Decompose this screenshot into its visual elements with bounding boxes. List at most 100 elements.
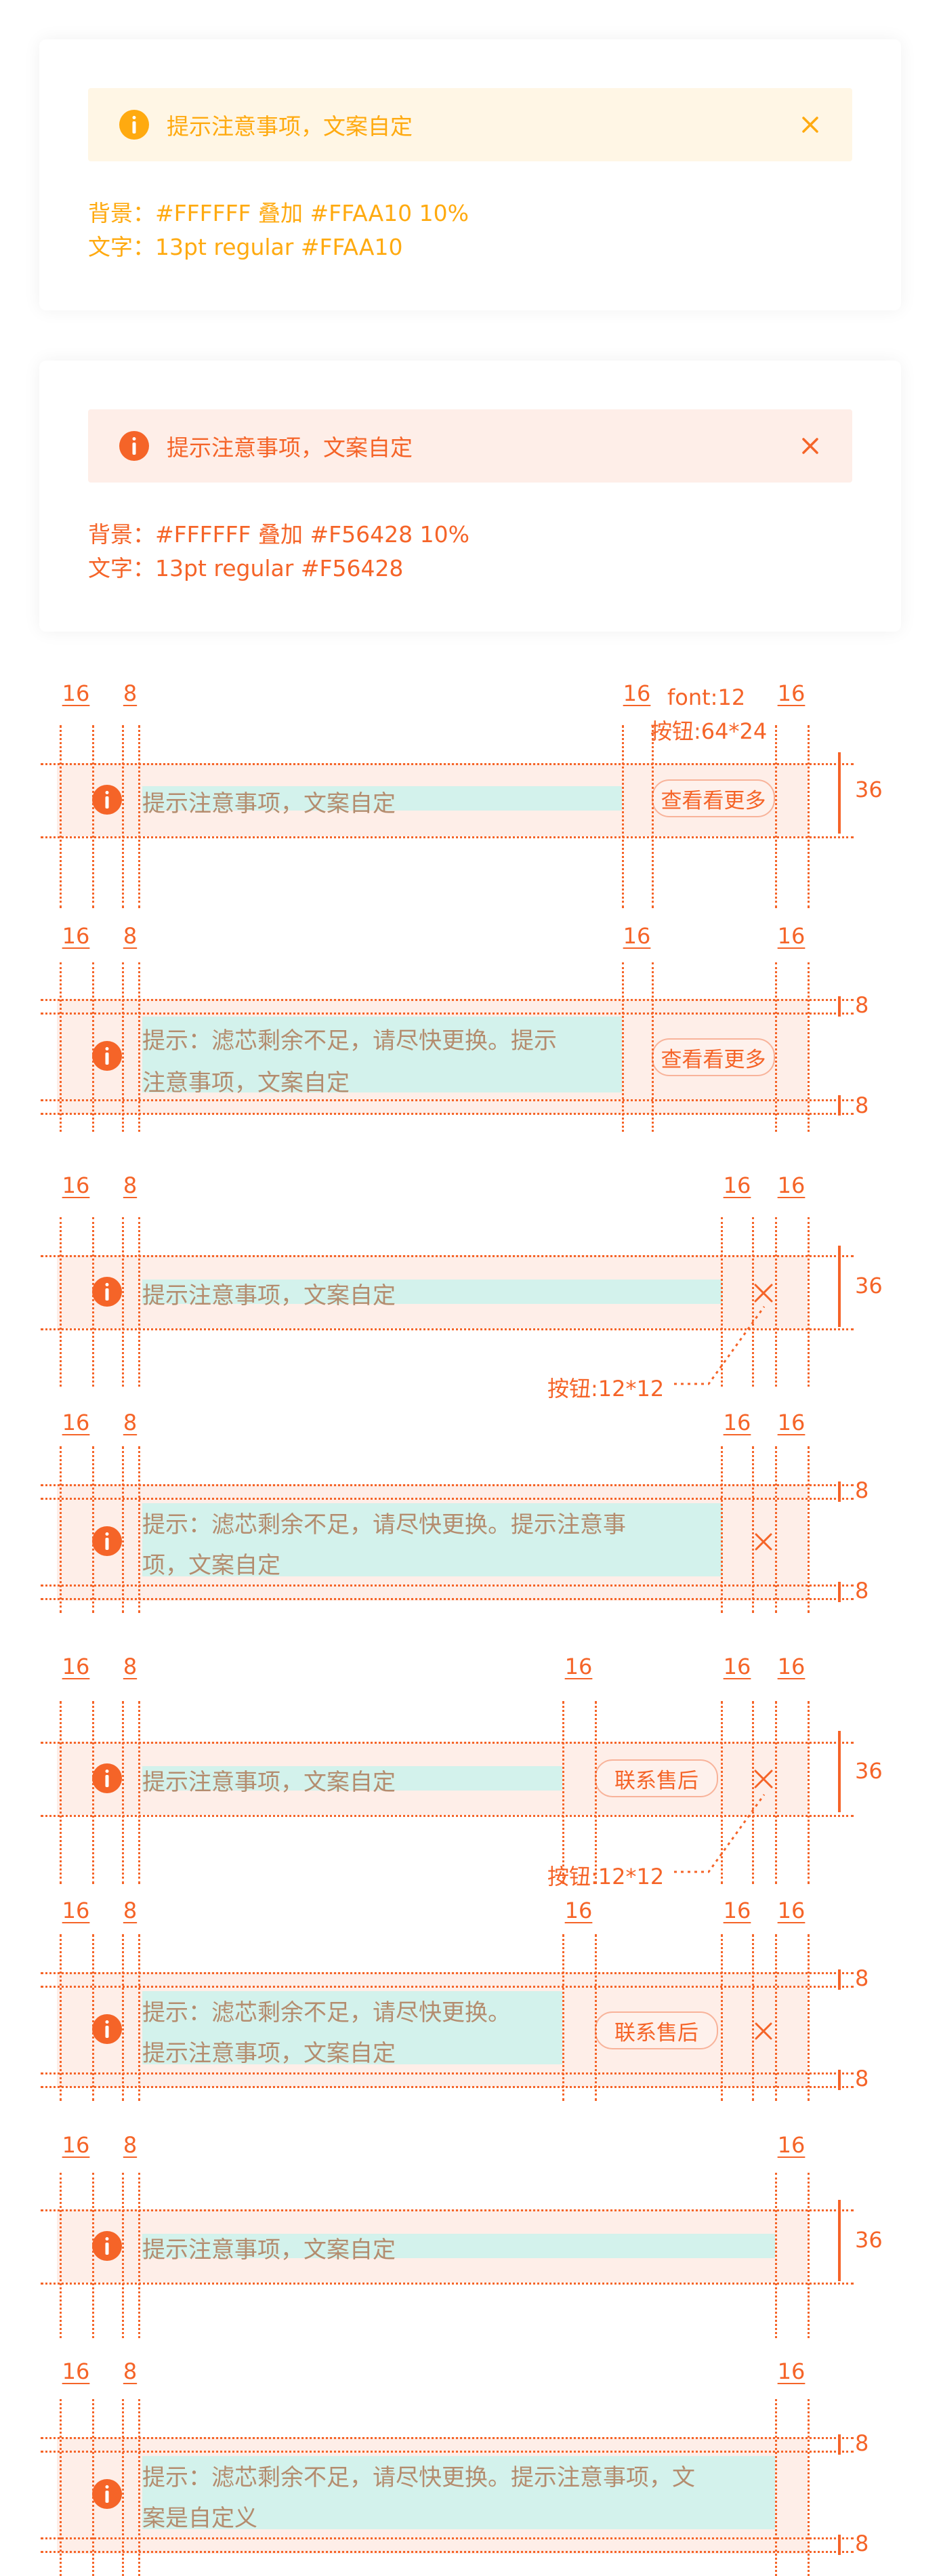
margin-label: 16 <box>62 680 90 706</box>
contact-service-button[interactable]: 联系售后 <box>595 1759 718 1797</box>
margin-label: 8 <box>123 1410 138 1435</box>
close-icon[interactable] <box>801 436 820 455</box>
alert-text-line2: 提示注意事项，文案自定 <box>142 2040 396 2067</box>
red-alert-card: 提示注意事项，文案自定 背景：#FFFFFF 叠加 #F56428 10% 文字… <box>39 361 901 632</box>
info-icon <box>92 1041 122 1071</box>
close-icon[interactable] <box>753 2021 774 2041</box>
spec-two-line-service: 提示：滤芯剩余不足，请尽快更换。 提示注意事项，文案自定 联系售后 16 8 1… <box>0 1898 941 2101</box>
margin-label: 16 <box>723 1898 751 1923</box>
text-area <box>142 1503 722 1576</box>
bg-desc: 背景：#FFFFFF 叠加 #FFAA10 10% <box>88 200 469 226</box>
spec-single-line-more: 提示注意事项，文案自定 查看看更多 16 8 16 16 font:12 按钮:… <box>0 678 941 908</box>
margin-label: 8 <box>123 2132 138 2158</box>
font-desc: 文字：13pt regular #F56428 <box>88 555 404 581</box>
margin-label: 16 <box>723 1410 751 1435</box>
text-area <box>142 1280 722 1304</box>
view-more-button[interactable]: 查看看更多 <box>652 779 775 817</box>
margin-label: 16 <box>564 1654 593 1679</box>
alert-text-line2: 注意事项，文案自定 <box>142 1069 350 1097</box>
height-label: 36 <box>855 1758 883 1784</box>
spec-single-line-plain: 提示注意事项，文案自定 16 8 16 36 <box>0 2132 941 2338</box>
orange-alert-card: 提示注意事项，文案自定 背景：#FFFFFF 叠加 #FFAA10 10% 文字… <box>39 39 901 310</box>
margin-label: 16 <box>62 1898 90 1923</box>
font-note: font:12 <box>667 684 746 710</box>
margin-label: 16 <box>62 923 90 949</box>
height-label: 36 <box>855 777 883 802</box>
margin-label: 16 <box>623 923 651 949</box>
info-icon <box>119 110 149 140</box>
info-icon <box>92 2479 122 2509</box>
view-more-button[interactable]: 查看看更多 <box>652 1038 775 1076</box>
alert-text: 提示注意事项，文案自定 <box>167 113 413 140</box>
text-area <box>142 2456 775 2529</box>
alert-text: 提示注意事项，文案自定 <box>167 434 413 461</box>
alert-text-line1: 提示：滤芯剩余不足，请尽快更换。提示注意事项，文 <box>142 2464 695 2491</box>
margin-label: 16 <box>62 1654 90 1679</box>
alert-text: 提示注意事项，文案自定 <box>142 2236 396 2264</box>
margin-label: 8 <box>123 1898 138 1923</box>
button-size-note: 按钮:64*24 <box>650 718 768 744</box>
padding-label: 8 <box>855 2531 869 2556</box>
close-icon[interactable] <box>753 1532 774 1552</box>
margin-label: 8 <box>123 923 138 949</box>
text-area <box>142 1017 622 1092</box>
margin-label: 16 <box>777 1898 806 1923</box>
margin-label: 16 <box>777 1172 806 1198</box>
text-area <box>142 786 622 811</box>
leader-line <box>674 1306 766 1385</box>
red-spec-desc: 背景：#FFFFFF 叠加 #F56428 10% 文字：13pt regula… <box>88 518 469 586</box>
info-icon <box>92 785 122 815</box>
margin-label: 8 <box>123 1654 138 1679</box>
margin-label: 16 <box>62 2132 90 2158</box>
margin-label: 8 <box>123 2358 138 2384</box>
close-icon[interactable] <box>753 1283 774 1303</box>
alert-text: 提示注意事项，文案自定 <box>142 1282 396 1309</box>
margin-label: 16 <box>623 680 651 706</box>
button-size-note: 按钮:12*12 <box>547 1864 665 1889</box>
alert-text-line1: 提示：滤芯剩余不足，请尽快更换。提示注意事 <box>142 1511 626 1538</box>
alert-text: 提示注意事项，文案自定 <box>142 790 396 817</box>
margin-label: 16 <box>777 680 806 706</box>
bg-desc: 背景：#FFFFFF 叠加 #F56428 10% <box>88 521 469 548</box>
info-icon <box>92 1763 122 1793</box>
button-size-note: 按钮:12*12 <box>547 1376 665 1402</box>
margin-label: 8 <box>123 1172 138 1198</box>
alert-text-line1: 提示：滤芯剩余不足，请尽快更换。 <box>142 1999 511 2026</box>
height-label: 36 <box>855 2227 883 2253</box>
alert-text-line1: 提示：滤芯剩余不足，请尽快更换。提示 <box>142 1027 557 1055</box>
spec-single-line-service: 提示注意事项，文案自定 联系售后 16 8 16 16 16 按钮:12*12 … <box>0 1654 941 1891</box>
height-label: 36 <box>855 1273 883 1299</box>
red-alert: 提示注意事项，文案自定 <box>88 409 852 483</box>
margin-label: 16 <box>62 2358 90 2384</box>
margin-label: 16 <box>777 1410 806 1435</box>
text-area <box>142 1766 562 1791</box>
text-area <box>142 1991 562 2064</box>
margin-label: 16 <box>723 1172 751 1198</box>
orange-alert: 提示注意事项，文案自定 <box>88 88 852 161</box>
spec-two-line-close: 提示：滤芯剩余不足，请尽快更换。提示注意事 项，文案自定 16 8 16 16 … <box>0 1410 941 1613</box>
padding-label: 8 <box>855 992 869 1018</box>
margin-label: 16 <box>777 1654 806 1679</box>
orange-spec-desc: 背景：#FFFFFF 叠加 #FFAA10 10% 文字：13pt regula… <box>88 197 469 264</box>
padding-label: 8 <box>855 2430 869 2456</box>
info-icon <box>119 431 149 461</box>
padding-label: 8 <box>855 1965 869 1991</box>
alert-text: 提示注意事项，文案自定 <box>142 1769 396 1796</box>
margin-label: 8 <box>123 680 138 706</box>
leader-line <box>674 1794 766 1873</box>
padding-label: 8 <box>855 1477 869 1503</box>
margin-label: 16 <box>62 1410 90 1435</box>
margin-label: 16 <box>777 923 806 949</box>
info-icon <box>92 2231 122 2261</box>
info-icon <box>92 1526 122 1556</box>
spec-two-line-more: 提示：滤芯剩余不足，请尽快更换。提示 注意事项，文案自定 查看看更多 16 8 … <box>0 923 941 1132</box>
close-icon[interactable] <box>753 1769 774 1789</box>
padding-label: 8 <box>855 2066 869 2091</box>
margin-label: 16 <box>723 1654 751 1679</box>
margin-label: 16 <box>777 2358 806 2384</box>
alert-text-line2: 案是自定义 <box>142 2505 257 2532</box>
close-icon[interactable] <box>801 115 820 134</box>
spec-two-line-plain: 提示：滤芯剩余不足，请尽快更换。提示注意事项，文 案是自定义 16 8 16 8… <box>0 2352 941 2576</box>
contact-service-button[interactable]: 联系售后 <box>595 2011 718 2049</box>
spec-single-line-close: 提示注意事项，文案自定 16 8 16 16 按钮:12*12 36 <box>0 1172 941 1402</box>
